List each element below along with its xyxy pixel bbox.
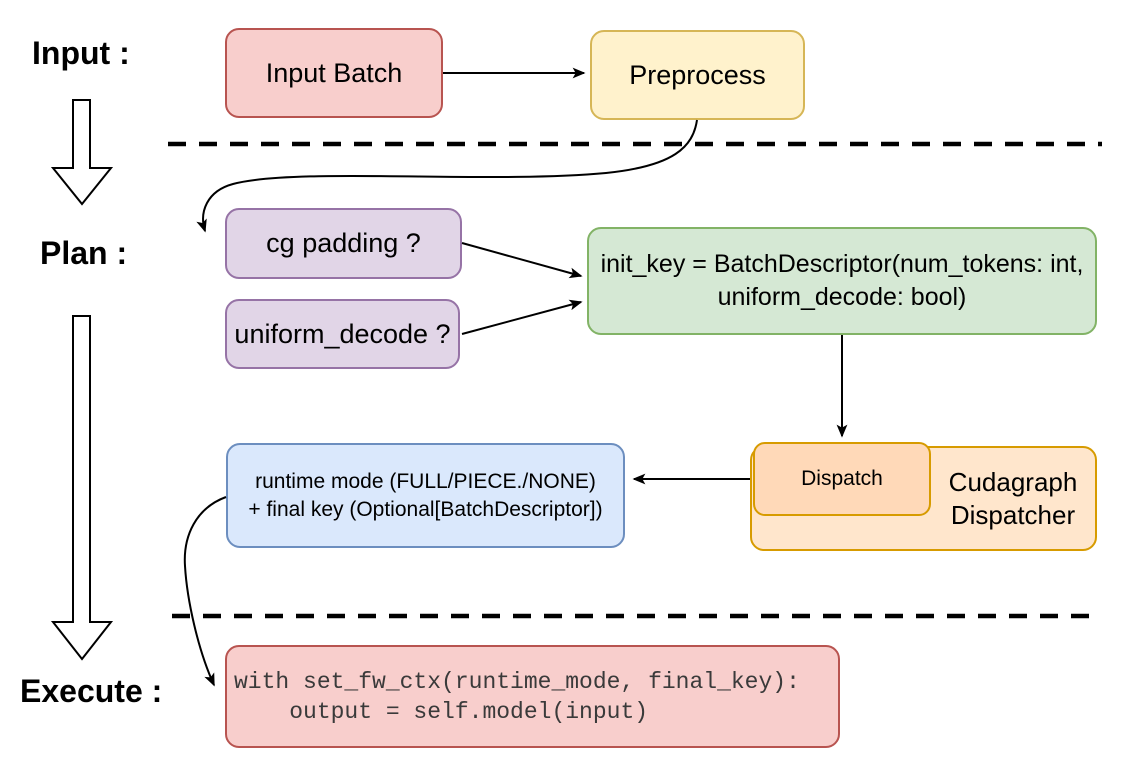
uniform-decode-label: uniform_decode ? <box>234 318 451 349</box>
runtime-mode-line2: + final key (Optional[BatchDescriptor]) <box>248 497 603 521</box>
cg-padding-label: cg padding ? <box>266 228 421 258</box>
cudagraph-dispatcher-line2: Dispatcher <box>950 500 1076 530</box>
node-preprocess: Preprocess <box>590 30 805 120</box>
edge-cg-padding-to-init-key <box>461 242 583 279</box>
preprocess-label: Preprocess <box>629 59 766 90</box>
node-init-key: init_key = BatchDescriptor(num_tokens: i… <box>587 227 1097 335</box>
runtime-mode-line1: runtime mode (FULL/PIECE./NONE) <box>255 469 596 493</box>
init-key-line1: init_key = BatchDescriptor(num_tokens: i… <box>600 250 1084 278</box>
execute-code-line2: output = self.model(input) <box>234 698 649 725</box>
edge-runtime-mode-to-execute-code <box>183 496 227 687</box>
execute-code-line1: with set_fw_ctx(runtime_mode, final_key)… <box>234 668 800 695</box>
node-input-batch: Input Batch <box>225 28 443 118</box>
input-batch-label: Input Batch <box>265 57 403 88</box>
dispatch-label: Dispatch <box>801 467 883 490</box>
stage-label-execute: Execute : <box>20 673 163 709</box>
node-dispatch: Dispatch <box>753 442 931 516</box>
node-execute-code: with set_fw_ctx(runtime_mode, final_key)… <box>225 645 840 748</box>
node-runtime-mode: runtime mode (FULL/PIECE./NONE) + final … <box>226 443 625 548</box>
cudagraph-dispatcher-label: Cudagraph Dispatcher <box>933 466 1093 532</box>
cudagraph-dispatcher-line1: Cudagraph <box>948 467 1078 497</box>
flow-arrow-input-to-plan <box>50 99 114 206</box>
edge-uniform-decode-to-init-key <box>461 299 583 335</box>
node-cg-padding: cg padding ? <box>225 208 462 279</box>
flow-arrow-plan-to-execute <box>50 315 114 661</box>
stage-label-input: Input : <box>32 35 130 71</box>
init-key-line2: uniform_decode: bool) <box>717 283 967 311</box>
node-uniform-decode: uniform_decode ? <box>225 299 460 369</box>
stage-label-plan: Plan : <box>40 235 128 271</box>
